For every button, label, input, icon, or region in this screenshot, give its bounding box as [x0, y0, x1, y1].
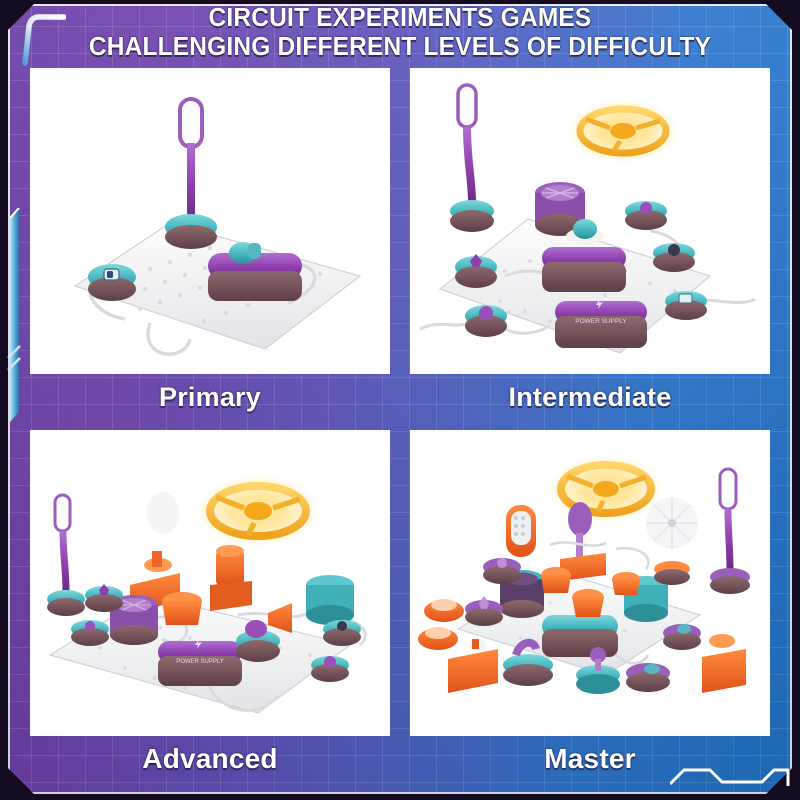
caption-primary-label: Primary — [159, 381, 261, 412]
buzzer-orange — [210, 545, 252, 611]
teal-modules — [71, 584, 361, 682]
panel-primary[interactable]: Primary — [30, 68, 390, 420]
bottom-modules — [465, 558, 701, 694]
fan-blade — [646, 497, 698, 549]
orange-block — [448, 639, 498, 693]
scene-intermediate: POWER SUPPLY — [410, 71, 770, 371]
power-module — [208, 242, 302, 301]
flying-disc — [567, 99, 679, 163]
panel-advanced-photo: POWER SUPPLY — [30, 430, 390, 736]
caption-advanced: Advanced — [30, 736, 390, 782]
fan-motor — [535, 182, 585, 236]
power-supply-text: POWER SUPPLY — [575, 318, 627, 325]
caption-primary: Primary — [30, 374, 390, 420]
flying-disc — [196, 475, 320, 547]
power-supply-module: POWER SUPPLY — [158, 639, 242, 686]
panel-advanced[interactable]: POWER SUPPLY — [30, 430, 390, 782]
power-supply-module: POWER SUPPLY — [555, 299, 647, 348]
scene-master — [410, 433, 770, 733]
panel-intermediate-photo: POWER SUPPLY — [410, 68, 770, 374]
flying-disc — [548, 455, 664, 523]
caption-master-label: Master — [544, 743, 636, 774]
teal-modules — [455, 201, 707, 337]
scene-primary — [30, 71, 390, 371]
bell-orange — [162, 592, 202, 625]
led-lamp — [710, 467, 750, 594]
led-lamp — [450, 83, 494, 232]
center-teal-module — [542, 615, 618, 657]
caption-advanced-label: Advanced — [142, 743, 278, 774]
lightbulb — [147, 492, 179, 534]
center-module — [542, 247, 626, 292]
led-panel-orange — [506, 505, 536, 557]
caption-intermediate: Intermediate — [410, 374, 770, 420]
caption-master: Master — [410, 736, 770, 782]
microphone — [560, 502, 606, 581]
panel-master-photo — [410, 430, 770, 736]
horn-orange — [268, 603, 292, 633]
power-supply-text: POWER SUPPLY — [176, 659, 224, 665]
motor-teal — [306, 575, 354, 625]
fan-module — [566, 219, 604, 244]
switch-module — [88, 264, 136, 301]
panel-intermediate[interactable]: POWER SUPPLY — [410, 68, 770, 420]
caption-intermediate-label: Intermediate — [508, 381, 672, 412]
scene-advanced: POWER SUPPLY — [30, 433, 390, 733]
orange-bells — [541, 567, 640, 617]
difficulty-panel-grid: Primary — [30, 68, 770, 782]
panel-primary-photo — [30, 68, 390, 374]
orange-coils — [418, 599, 464, 650]
fan-motor — [110, 595, 158, 645]
orange-block-right — [702, 634, 746, 693]
led-lamp — [47, 493, 85, 616]
led-lamp — [165, 97, 217, 249]
panel-master[interactable]: Master — [410, 430, 770, 782]
